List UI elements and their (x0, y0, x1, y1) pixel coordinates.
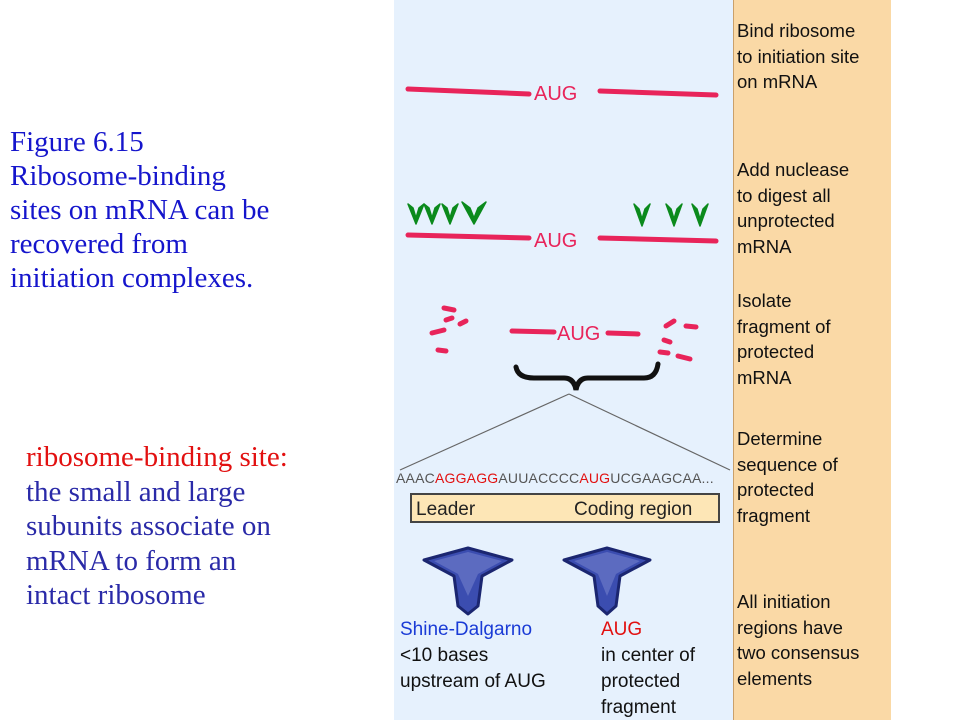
caption-line: sites on mRNA can be (10, 194, 270, 226)
brace (513, 361, 661, 391)
step-line: fragment of (737, 315, 831, 337)
aug-center-line: protected (601, 671, 681, 692)
step-line: two consensus (737, 642, 860, 663)
step-line: mRNA (737, 235, 792, 257)
sequence-pre: AAAC (396, 470, 435, 486)
green-arrow-icon (423, 203, 441, 225)
step-line: on mRNA (737, 71, 818, 92)
protected-sequence: AAACAGGAGGAUUACCCCAUGUCGAAGCAA... (396, 470, 714, 486)
aug-center-title: AUG (601, 619, 643, 640)
mrna-strand (597, 88, 719, 98)
down-arrow-icon (562, 546, 652, 616)
shine-dalgarno-title: Shine-Dalgarno (400, 619, 533, 640)
green-arrow-icon (441, 203, 459, 225)
caption-line: initiation complexes. (10, 262, 254, 294)
aug-codon: AUG (579, 470, 611, 486)
green-arrow-icon (461, 201, 487, 225)
mrna-row-2: AUG (405, 201, 719, 252)
shine-dalgarno-sequence: AGGAGG (434, 470, 499, 486)
diagram-drawing: AUG AUG AUG (399, 83, 731, 616)
green-arrow-icon (691, 203, 709, 227)
step-isolate-fragment: Isolate fragment of protected mRNA (737, 288, 831, 390)
aug-center-label: AUG in center of protected fragment (601, 617, 695, 721)
shine-dalgarno-line: <10 bases (400, 645, 489, 666)
leader-box: Leader (410, 493, 572, 523)
mrna-strand (405, 232, 532, 241)
definition-line: intact ribosome (26, 579, 206, 611)
definition-line: subunits associate on (26, 510, 271, 542)
nuclease-arrows (407, 201, 709, 227)
shine-dalgarno-label: Shine-Dalgarno <10 bases upstream of AUG (400, 617, 546, 695)
mrna-strand (597, 235, 719, 244)
sequence-mid: AUUACCCC (498, 470, 580, 486)
mrna-strand (405, 86, 532, 97)
step-determine-sequence: Determine sequence of protected fragment (737, 426, 838, 528)
green-arrow-icon (633, 203, 651, 227)
protected-fragment (605, 330, 641, 337)
digested-pieces (429, 305, 699, 362)
mrna-row-3: AUG (429, 305, 699, 391)
step-line: Isolate (737, 290, 792, 311)
caption-line: Ribosome-binding (10, 160, 226, 192)
definition-block: ribosome-binding site: the small and lar… (26, 440, 376, 613)
step-line: Determine (737, 428, 823, 449)
coding-region-box: Coding region (570, 493, 720, 523)
green-arrow-icon (665, 203, 683, 227)
step-line: mRNA (737, 366, 792, 388)
step-line: Bind ribosome (737, 20, 856, 41)
step-line: sequence of (737, 453, 838, 475)
definition-line: mRNA to form an (26, 544, 237, 577)
definition-term: ribosome-binding site: (26, 441, 288, 473)
zoom-lines (399, 393, 731, 471)
aug-center-line: fragment (601, 697, 676, 718)
step-line: elements (737, 667, 813, 689)
steps-panel (733, 0, 891, 720)
mrna-row-1: AUG (405, 83, 719, 105)
step-add-nuclease: Add nuclease to digest all unprotected m… (737, 157, 849, 259)
aug-label: AUG (557, 323, 600, 345)
step-line: protected (737, 479, 815, 500)
consensus-arrows (422, 546, 652, 616)
step-line: to digest all (737, 184, 831, 206)
caption-line: recovered from (10, 228, 188, 260)
aug-label: AUG (534, 230, 577, 252)
step-line: Add nuclease (737, 159, 850, 180)
step-line: All initiation (737, 591, 831, 612)
step-line: unprotected (737, 210, 835, 231)
protected-fragment (509, 328, 557, 335)
step-line: fragment (737, 504, 811, 526)
aug-center-line: in center of (601, 645, 695, 666)
down-arrow-icon (422, 546, 514, 616)
step-bind-ribosome: Bind ribosome to initiation site on mRNA (737, 18, 859, 95)
figure-caption: Figure 6.15 Ribosome-binding sites on mR… (10, 125, 370, 295)
green-arrow-icon (407, 203, 425, 225)
step-line: to initiation site (737, 45, 860, 67)
step-line: protected (737, 341, 815, 362)
shine-dalgarno-line: upstream of AUG (400, 671, 546, 692)
caption-line: Figure 6.15 (10, 126, 144, 158)
aug-label: AUG (534, 83, 577, 105)
definition-line: the small and large (26, 475, 246, 508)
step-line: regions have (737, 616, 843, 638)
sequence-post: UCGAAGCAA... (610, 470, 714, 486)
step-consensus-elements: All initiation regions have two consensu… (737, 589, 859, 691)
